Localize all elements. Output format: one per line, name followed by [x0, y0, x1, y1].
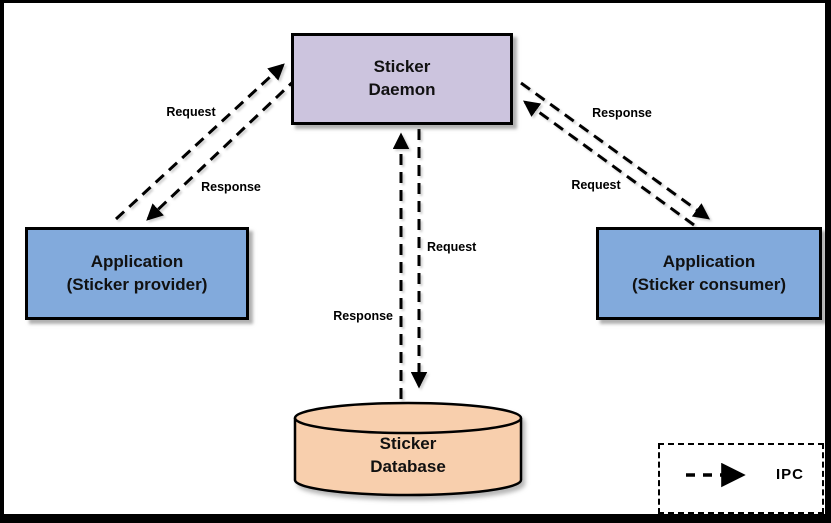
edge-provider-request-line: [114, 63, 285, 221]
edge-provider-response-line: [146, 76, 299, 221]
node-application-sticker-provider: Application (Sticker provider): [25, 227, 249, 320]
legend-label: IPC: [776, 466, 805, 483]
edge-label-database-response: Response: [333, 309, 393, 323]
cylinder-top: [293, 401, 523, 435]
edge-label-provider-response: Response: [201, 180, 261, 194]
node-application-sticker-consumer: Application (Sticker consumer): [596, 227, 822, 320]
edge-consumer-request-line: [522, 100, 695, 227]
edge-label-database-request: Request: [427, 240, 477, 254]
ipc-legend: IPC: [658, 443, 824, 514]
edge-label-consumer-request: Request: [571, 178, 621, 192]
edge-label-provider-request: Request: [166, 105, 216, 119]
node-sticker-database-label: Sticker Database: [370, 434, 446, 476]
edge-label-consumer-response: Response: [592, 106, 652, 120]
edge-consumer-response-line: [520, 81, 711, 220]
node-sticker-daemon: Sticker Daemon: [291, 33, 513, 125]
